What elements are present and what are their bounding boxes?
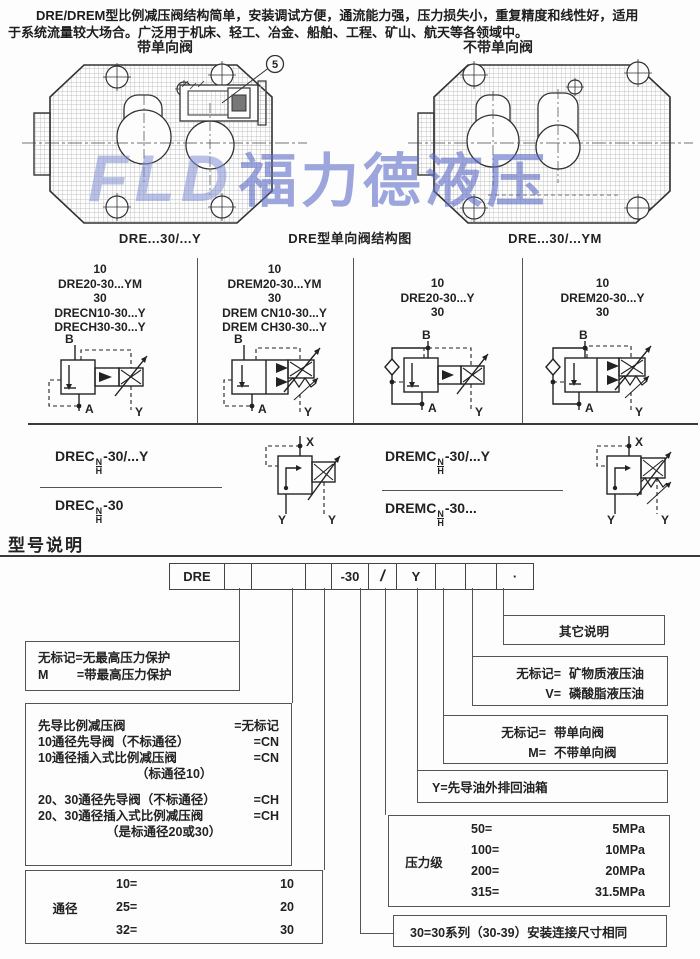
svg-text:X: X — [306, 435, 314, 449]
connector-line — [417, 588, 418, 770]
right-drawing-label: 不带单向阀 — [463, 39, 533, 55]
connector-line — [292, 588, 293, 703]
diameter-label: 通径 — [52, 901, 78, 916]
code-cell-dot: · — [512, 569, 518, 584]
code-cell — [436, 564, 466, 589]
svg-text:B: B — [579, 328, 588, 342]
svg-text:5: 5 — [272, 59, 278, 71]
svg-text:Y: Y — [304, 405, 312, 419]
column-divider — [197, 258, 198, 424]
column-divider — [353, 258, 354, 424]
svg-text:Y: Y — [607, 513, 615, 527]
model-designation-heading: 型号说明 — [8, 536, 84, 555]
drain-box: Y=先导油外排回油箱 — [417, 770, 668, 803]
model-list-col3: 10 DRE20-30...Y 30 — [400, 276, 475, 319]
section-divider — [28, 423, 698, 425]
svg-text:B: B — [422, 328, 431, 342]
series-note-box: 30=30系列（30-39）安装连接尺寸相同 — [393, 915, 667, 947]
svg-text:B: B — [234, 332, 243, 346]
right-drawing-caption: DRE...30/...YM — [508, 231, 602, 246]
connector-line — [324, 588, 325, 870]
code-cell — [225, 564, 252, 589]
valve-cross-section-drawing-right — [408, 59, 693, 224]
connector-line — [385, 588, 386, 815]
connector-line — [503, 588, 504, 615]
valve-type-box: 先导比例减压阀=无标记 10通径先导阀（不标通径）=CN 10通径插入式比例减压… — [25, 703, 292, 866]
check-valve-option-box: 无标记=带单向阀 M=不带单向阀 — [443, 715, 668, 764]
heading-rule — [0, 555, 700, 557]
svg-text:Y: Y — [135, 405, 143, 419]
svg-text:X: X — [635, 435, 643, 449]
model-list-col1: 10 DRE20-30...YM 30 DRECN10-30...Y DRECH… — [54, 262, 146, 334]
other-notes-box: 其它说明 — [503, 615, 665, 645]
diameter-box: 通径 10=10 25=20 32=30 — [25, 870, 323, 944]
code-cell — [252, 564, 306, 589]
callout-5: 5 — [221, 55, 285, 104]
hydraulic-symbol-drem-y-check: B A Y — [545, 328, 652, 419]
connector-line — [443, 588, 444, 715]
connector-line — [360, 588, 361, 934]
svg-text:A: A — [85, 402, 94, 416]
intro-paragraph: DRE/DREM型比例减压阀结构简单，安装调试方便，通流能力强，压力损失小，重复… — [8, 7, 694, 41]
code-cell-y: Y — [397, 564, 436, 589]
pilot-symbol-dremc: X Y Y — [596, 435, 672, 527]
svg-text:Y: Y — [661, 513, 669, 527]
code-cell-30: -30 — [332, 564, 369, 589]
pressure-class-box: 压力级 50=5MPa 100=10MPa 200=20MPa 315=31.5… — [388, 815, 670, 907]
pressure-protection-box: 无标记=无最高压力保护 M =带最高压力保护 — [25, 641, 240, 691]
check-valve-cartridge — [179, 80, 267, 126]
code-cell-slash: / — [369, 564, 397, 589]
hydraulic-symbol-dre: B A Y — [48, 332, 148, 419]
hydraulic-symbol-drem: B A Y — [223, 332, 321, 419]
fluid-type-box: 无标记=矿物质液压油 V=磷酸脂液压油 — [472, 656, 668, 706]
hydraulic-symbol-dre-y-check: B A Y — [384, 328, 489, 419]
svg-text:B: B — [65, 332, 74, 346]
svg-text:Y: Y — [328, 513, 336, 527]
svg-text:Y: Y — [635, 405, 643, 419]
code-cell — [466, 564, 497, 589]
pilot-symbol-drec: X Y Y — [265, 435, 341, 527]
model-code-row: DRE -30 / Y · — [169, 563, 534, 590]
connector-line — [360, 933, 393, 934]
svg-text:A: A — [428, 401, 437, 415]
svg-text:Y: Y — [475, 405, 483, 419]
svg-text:Y: Y — [278, 513, 286, 527]
fraction-divider — [40, 487, 222, 488]
valve-cross-section-drawing-left: 5 — [22, 55, 307, 224]
connector-line — [239, 588, 240, 641]
center-drawing-caption: DRE型单向阀结构图 — [288, 231, 412, 246]
intro-line-1: DRE/DREM型比例减压阀结构简单，安装调试方便，通流能力强，压力损失小，重复… — [36, 8, 639, 23]
left-drawing-caption: DRE...30/...Y — [118, 231, 202, 246]
column-divider — [522, 258, 523, 424]
svg-text:A: A — [258, 402, 267, 416]
pressure-class-label: 压力级 — [405, 855, 443, 870]
connector-line — [472, 588, 473, 656]
svg-text:A: A — [585, 401, 594, 415]
fraction-divider — [382, 490, 563, 491]
intro-line-2: 于系统流量较大场合。广泛用于机床、轻工、冶金、船舶、工程、矿山、航天等各领域中。 — [8, 25, 529, 40]
model-list-col2: 10 DREM20-30...YM 30 DREM CN10-30...Y DR… — [222, 262, 327, 334]
code-cell-series: DRE — [170, 564, 225, 589]
left-drawing-label: 带单向阀 — [137, 39, 193, 55]
model-list-col4: 10 DREM20-30...Y 30 — [560, 276, 645, 319]
code-cell — [306, 564, 332, 589]
